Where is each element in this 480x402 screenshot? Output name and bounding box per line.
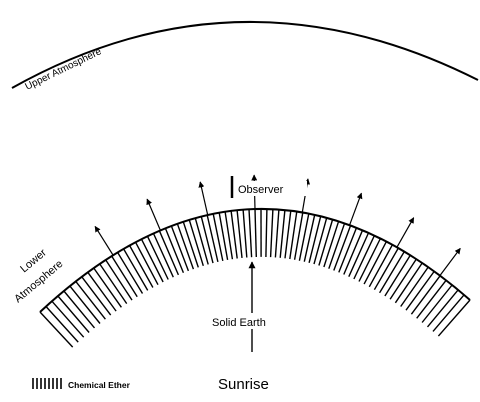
ether-hatch-line	[265, 208, 268, 258]
ether-hatch-line	[176, 223, 195, 270]
ether-hatch-line	[140, 238, 164, 283]
ether-hatch-line	[206, 214, 219, 263]
ether-hatch-line	[212, 213, 224, 262]
ether-hatch-line	[432, 294, 465, 332]
upper-atmosphere-label: Upper Atmosphere	[23, 46, 103, 93]
ether-hatch-line	[39, 311, 74, 348]
outward-arrows	[94, 174, 461, 276]
ether-hatch-line	[279, 209, 286, 258]
ether-hatch-line	[421, 284, 453, 323]
ether-hatch-line	[182, 221, 199, 268]
ether-hatch-line	[426, 289, 459, 328]
ether-hatch-line	[248, 209, 253, 258]
ether-hatch-line	[333, 225, 352, 271]
arrow-icon	[349, 192, 363, 226]
ether-hatch-line	[188, 219, 204, 267]
ether-hatch-line	[242, 209, 248, 258]
ether-hatch-line	[164, 228, 185, 274]
ether-hatch-line	[87, 271, 117, 312]
arrow-icon	[146, 198, 161, 231]
ether-hatch-line	[323, 221, 340, 268]
ether-hatch-line	[122, 248, 149, 291]
ether-hatch-line	[274, 209, 280, 258]
ether-hatch-line	[152, 233, 174, 278]
ether-hatch-line	[63, 290, 96, 329]
ether-hatch-line	[313, 217, 328, 265]
observer-label-bg	[237, 181, 307, 196]
ether-hatch-line	[437, 299, 471, 337]
ether-hatch-line	[358, 238, 382, 282]
ether-hatch-line	[394, 262, 423, 304]
ether-hatch-line	[99, 263, 128, 304]
ether-hatch-line	[303, 214, 316, 262]
arrow-icon	[198, 181, 209, 216]
legend: Chemical Ether	[32, 378, 131, 390]
ether-hatch-line	[194, 218, 209, 265]
ether-hatch-line	[57, 295, 90, 333]
arrow-icon	[396, 217, 415, 248]
ether-hatch-line	[45, 306, 79, 343]
ether-hatch-line	[378, 251, 405, 294]
solid-earth-label: Solid Earth	[212, 317, 266, 329]
ether-hatch-line	[298, 213, 310, 261]
ether-hatch-line	[218, 212, 229, 261]
ether-hatch-line	[75, 280, 106, 320]
ether-hatch-line	[224, 211, 234, 260]
ether-hatch-line	[368, 244, 394, 288]
ether-hatch-line	[111, 255, 138, 298]
ether-hatch-line	[254, 208, 257, 258]
chemical-ether-hatch	[39, 208, 471, 348]
ether-hatch-line	[389, 258, 417, 300]
solid-earth-label-bg	[210, 313, 296, 329]
ether-hatch-line	[338, 227, 358, 273]
hatch-icon	[32, 378, 62, 389]
ether-hatch-line	[400, 266, 429, 307]
ether-hatch-line	[289, 211, 298, 260]
ether-hatch-line	[51, 300, 85, 338]
ether-hatch-line	[348, 232, 370, 277]
ether-hatch-line	[284, 210, 292, 259]
ether-hatch-line	[343, 230, 364, 275]
ether-hatch-line	[236, 210, 243, 258]
ether-hatch-line	[353, 235, 376, 280]
arrow-icon	[439, 247, 461, 276]
arrow-icon	[94, 225, 114, 256]
ether-hatch-line	[405, 270, 435, 311]
ether-hatch-line	[69, 285, 101, 324]
ether-hatch-line	[363, 241, 388, 285]
ether-hatch-line	[105, 259, 133, 301]
ether-hatch-line	[384, 254, 411, 297]
ether-hatch-line	[230, 210, 238, 259]
ether-hatch-line	[318, 219, 334, 266]
ether-hatch-line	[81, 276, 112, 316]
ether-hatch-line	[293, 212, 304, 260]
ether-hatch-line	[416, 279, 447, 319]
ether-hatch-line	[170, 225, 190, 272]
ether-hatch-line	[117, 252, 144, 294]
ether-hatch-line	[269, 209, 274, 258]
observer-label: Observer	[238, 184, 284, 196]
ether-hatch-line	[158, 230, 180, 276]
ether-hatch-line	[200, 216, 214, 264]
upper-atmosphere-arc	[11, 20, 479, 89]
sunrise-caption: Sunrise	[218, 376, 269, 393]
ether-hatch-line	[128, 245, 154, 288]
ether-hatch-line	[134, 241, 159, 286]
ether-hatch-line	[93, 267, 122, 308]
ether-hatch-line	[410, 275, 441, 315]
ether-hatch-line	[308, 216, 322, 263]
ether-hatch-line	[146, 235, 169, 280]
legend-label: Chemical Ether	[68, 380, 131, 390]
ether-hatch-line	[328, 223, 346, 269]
ether-hatch-line	[373, 247, 399, 291]
